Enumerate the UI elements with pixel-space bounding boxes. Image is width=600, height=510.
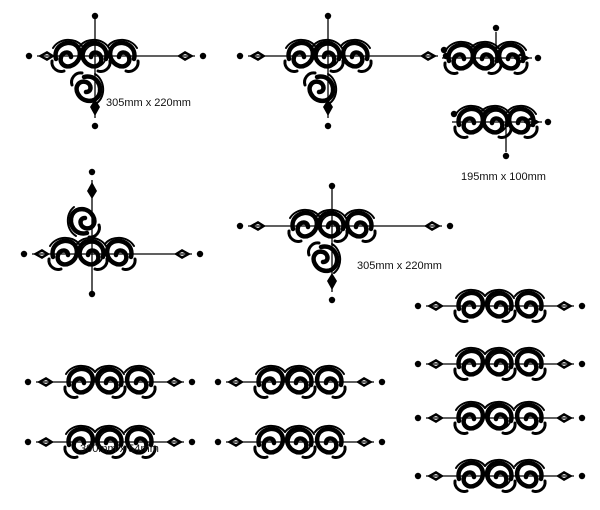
arrowhead-diamond bbox=[227, 377, 244, 387]
border-strip-2 bbox=[414, 348, 586, 380]
arrowhead-diamond bbox=[427, 471, 444, 481]
dot-terminal bbox=[214, 378, 222, 386]
border-strip-7 bbox=[24, 426, 196, 458]
arrowhead-diamond bbox=[556, 359, 573, 369]
arrowhead-diamond bbox=[356, 437, 373, 447]
dot-terminal bbox=[196, 250, 204, 258]
arrowhead-diamond bbox=[327, 273, 337, 290]
size-label-t-piece: 305mm x 220mm bbox=[357, 260, 442, 272]
arrowhead-diamond bbox=[87, 182, 97, 199]
dot-terminal bbox=[378, 378, 386, 386]
arrowhead-diamond bbox=[38, 51, 55, 61]
dot-terminal bbox=[199, 52, 207, 60]
dot-terminal bbox=[24, 438, 32, 446]
border-strip-3 bbox=[414, 402, 586, 434]
arrowhead-diamond bbox=[177, 51, 194, 61]
corner-ornament-a bbox=[25, 12, 207, 130]
border-strip-1 bbox=[414, 290, 586, 322]
dot-terminal bbox=[24, 378, 32, 386]
arrowhead-diamond bbox=[556, 301, 573, 311]
arrowhead-diamond bbox=[556, 413, 573, 423]
arrowhead-diamond bbox=[427, 413, 444, 423]
dot-terminal bbox=[91, 122, 99, 130]
arrowhead-diamond bbox=[166, 437, 183, 447]
arrowhead-diamond bbox=[427, 301, 444, 311]
size-label-corner-small: 195mm x 100mm bbox=[461, 171, 546, 183]
dot-terminal bbox=[414, 472, 422, 480]
dot-terminal bbox=[188, 438, 196, 446]
tee-ornament bbox=[236, 182, 454, 304]
dot-terminal bbox=[502, 152, 510, 160]
corner-ornament-small-top bbox=[440, 24, 542, 74]
dot-terminal bbox=[414, 302, 422, 310]
scroll-swirl bbox=[72, 73, 104, 103]
arrowhead-diamond bbox=[420, 51, 437, 61]
dot-terminal bbox=[440, 46, 448, 54]
dot-terminal bbox=[236, 222, 244, 230]
size-label-corner-large: 305mm x 220mm bbox=[106, 97, 191, 109]
corner-ornament-c bbox=[20, 168, 204, 298]
scroll-swirl bbox=[305, 73, 337, 103]
dot-terminal bbox=[414, 414, 422, 422]
dot-terminal bbox=[214, 438, 222, 446]
arrowhead-diamond bbox=[424, 221, 441, 231]
dot-terminal bbox=[324, 122, 332, 130]
corner-ornament-b bbox=[236, 12, 450, 130]
dot-terminal bbox=[88, 290, 96, 298]
border-strip-8 bbox=[214, 426, 386, 458]
dot-terminal bbox=[25, 52, 33, 60]
arrowhead-diamond bbox=[174, 249, 191, 259]
dot-terminal bbox=[324, 12, 332, 20]
dot-terminal bbox=[492, 24, 500, 32]
border-strip-6 bbox=[214, 366, 386, 398]
arrowhead-diamond bbox=[427, 359, 444, 369]
dot-terminal bbox=[414, 360, 422, 368]
dot-terminal bbox=[328, 296, 336, 304]
dot-terminal bbox=[378, 438, 386, 446]
scroll-swirl bbox=[309, 243, 341, 273]
border-strip-4 bbox=[414, 460, 586, 492]
border-strip-5 bbox=[24, 366, 196, 398]
arrowhead-diamond bbox=[249, 221, 266, 231]
scroll-swirl bbox=[68, 207, 100, 237]
dot-terminal bbox=[578, 360, 586, 368]
arrowhead-diamond bbox=[249, 51, 266, 61]
dot-terminal bbox=[544, 118, 552, 126]
dot-terminal bbox=[20, 250, 28, 258]
arrowhead-diamond bbox=[33, 249, 50, 259]
swirl-shape bbox=[72, 73, 104, 103]
dot-terminal bbox=[188, 378, 196, 386]
swirl-shape bbox=[305, 73, 337, 103]
swirl-shape bbox=[309, 243, 341, 273]
dot-terminal bbox=[88, 168, 96, 176]
size-label-border: 300mm x 54mm bbox=[80, 443, 159, 455]
dot-terminal bbox=[328, 182, 336, 190]
dot-terminal bbox=[91, 12, 99, 20]
swirl-shape bbox=[68, 207, 100, 237]
corner-ornament-small-bottom bbox=[450, 106, 552, 160]
dot-terminal bbox=[534, 54, 542, 62]
arrowhead-diamond bbox=[37, 377, 54, 387]
arrowhead-diamond bbox=[37, 437, 54, 447]
dot-terminal bbox=[446, 222, 454, 230]
arrowhead-diamond bbox=[166, 377, 183, 387]
dot-terminal bbox=[236, 52, 244, 60]
dot-terminal bbox=[578, 472, 586, 480]
arrowhead-diamond bbox=[556, 471, 573, 481]
dot-terminal bbox=[578, 414, 586, 422]
dot-terminal bbox=[450, 110, 458, 118]
arrowhead-diamond bbox=[356, 377, 373, 387]
dot-terminal bbox=[578, 302, 586, 310]
arrowhead-diamond bbox=[227, 437, 244, 447]
